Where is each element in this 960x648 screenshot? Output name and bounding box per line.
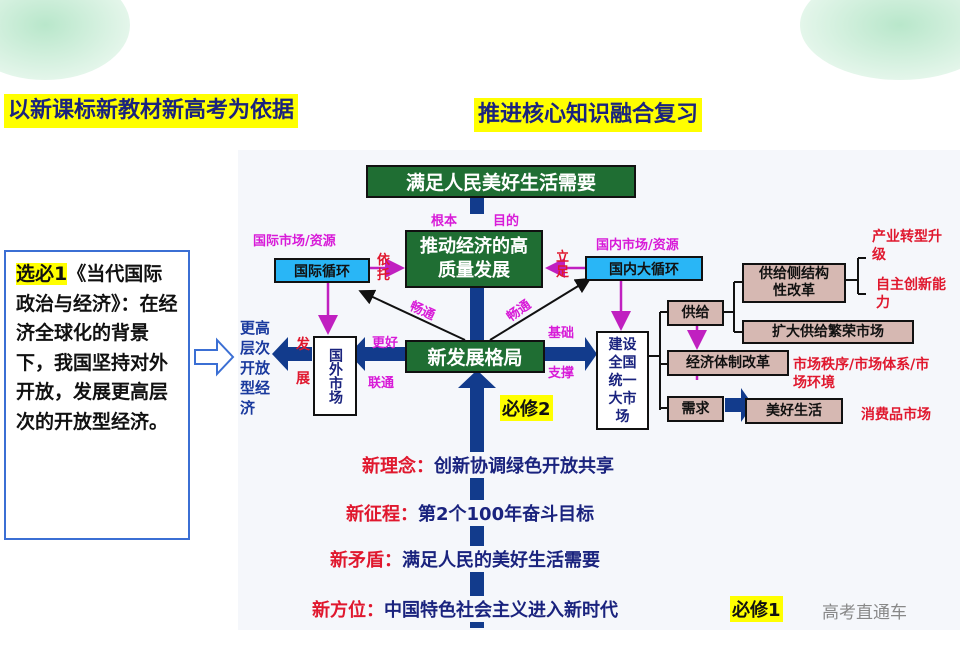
system-reform-box: 经济体制改革 xyxy=(667,350,789,376)
industry-upgrade-label: 产业转型升级 xyxy=(872,229,942,263)
watermark: 高考直通车 xyxy=(822,603,907,623)
intl-cycle-box: 国际循环 xyxy=(274,258,370,283)
top-goal-box: 满足人民美好生活需要 xyxy=(366,165,636,198)
left-arrow-icon xyxy=(349,337,405,371)
expand-supply-box: 扩大供给繁荣市场 xyxy=(742,320,914,344)
higher-open-economy: 更高层次开放型经济 xyxy=(240,319,271,417)
side-highlight: 选必1 xyxy=(16,263,68,285)
chain-item: 新方位：中国特色社会主义进入新时代 xyxy=(312,596,618,622)
side-arrow-icon xyxy=(194,337,235,377)
root-label: 根本 xyxy=(431,214,458,229)
new-pattern-box: 新发展格局 xyxy=(405,340,545,373)
chain-item: 新矛盾：满足人民的美好生活需要 xyxy=(330,546,600,572)
up-arrow-icon xyxy=(458,370,496,628)
side-box: 选必1《当代国际政治与经济》：在经济全球化的背景下，我国坚持对外开放，发展更高层… xyxy=(4,250,190,540)
basis-label: 基础 xyxy=(548,326,575,341)
innovation-label: 自主创新能力 xyxy=(876,277,946,311)
good-life-box: 美好生活 xyxy=(745,398,843,424)
develop-label-top: 发 xyxy=(296,337,310,353)
bixiu1-tag: 必修1 xyxy=(730,596,783,622)
right-title: 推进核心知识融合复习 xyxy=(474,98,703,132)
market-order-label: 市场秩序/市场体系/市场环境 xyxy=(793,357,930,391)
intl-resource-label: 国际市场/资源 xyxy=(253,234,336,249)
left-arrow-icon xyxy=(272,337,312,371)
unified-market-box: 建设全国统一大市场 xyxy=(596,331,649,430)
purpose-label: 目的 xyxy=(493,214,520,229)
up-arrow-icon xyxy=(458,270,496,340)
foreign-market-box: 国外市场 xyxy=(313,336,357,416)
stand-label: 立足 xyxy=(556,250,570,280)
demand-box: 需求 xyxy=(667,396,724,422)
chain-item: 新征程：第2个100年奋斗目标 xyxy=(346,500,595,526)
connect-label: 联通 xyxy=(368,376,395,391)
high-quality-box: 推动经济的高质量发展 xyxy=(405,230,543,288)
side-text: 《当代国际政治与经济》：在经济全球化的背景下，我国坚持对外开放，发展更高层次的开… xyxy=(16,263,178,433)
right-arrow-icon xyxy=(545,337,597,371)
consumer-market-label: 消费品市场 xyxy=(861,407,931,423)
domestic-cycle-box: 国内大循环 xyxy=(585,256,703,281)
support-label: 支撑 xyxy=(548,366,575,381)
better-label: 更好 xyxy=(372,336,399,351)
develop-label-bottom: 展 xyxy=(296,371,310,387)
bixiu2-tag: 必修2 xyxy=(500,395,553,421)
supply-box: 供给 xyxy=(667,300,724,326)
chain-item: 新理念：创新协调绿色开放共享 xyxy=(362,452,614,478)
left-title: 以新课标新教材新高考为依据 xyxy=(4,94,299,128)
supply-side-reform-box: 供给侧结构性改革 xyxy=(742,263,846,303)
domestic-resource-label: 国内市场/资源 xyxy=(596,238,679,253)
rely-label: 依托 xyxy=(377,253,391,283)
